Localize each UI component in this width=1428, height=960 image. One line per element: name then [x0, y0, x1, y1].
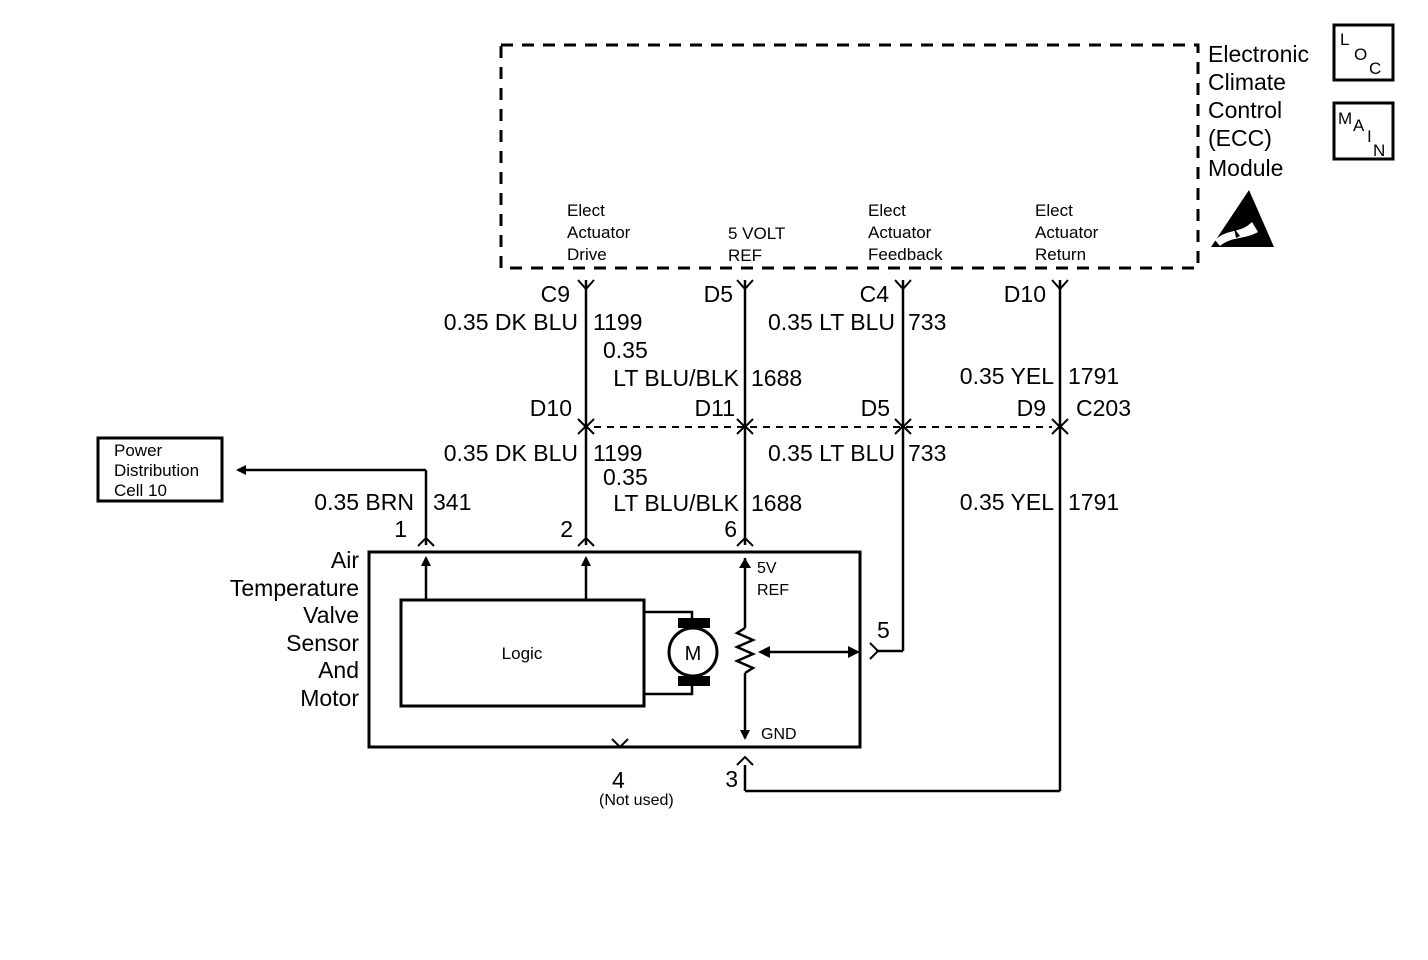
lower-wire-labels: 0.35 DK BLU 1199 0.35 LT BLU/BLK 1688 0.… [314, 440, 1119, 516]
esd-warning-icon [1211, 190, 1274, 247]
pin-label-drive: Actuator [567, 223, 631, 242]
pin-label-return: Elect [1035, 201, 1073, 220]
circuit-number: 1791 [1068, 363, 1119, 389]
module-terminals [577, 279, 1069, 291]
wire-color: 0.35 YEL [960, 363, 1054, 389]
ecc-module-name: Electronic Climate Control (ECC) Module [1208, 41, 1309, 181]
main-icon[interactable]: M A I N [1332, 101, 1395, 161]
component-name-line: Air [331, 547, 359, 573]
pin-label-return: Return [1035, 245, 1086, 264]
module-name-line: Climate [1208, 69, 1286, 95]
circuit-number: 1688 [751, 490, 802, 516]
module-pin-labels: Elect Actuator Drive 5 VOLT REF Elect Ac… [567, 201, 1099, 265]
power-label: Cell 10 [114, 481, 167, 500]
wire-color: 0.35 LT BLU [768, 440, 895, 466]
wire-color: 0.35 DK BLU [444, 309, 578, 335]
motor-label: M [685, 643, 702, 665]
c203-pin-d11: D11 [695, 395, 736, 421]
pin-label-feedback: Elect [868, 201, 906, 220]
component-terminals [417, 536, 880, 766]
connector-c9: C9 [541, 281, 570, 307]
ref-label: 5V [757, 560, 777, 577]
ref-arrow-icon [739, 558, 751, 568]
main-letter: A [1353, 116, 1365, 135]
pin-label-5v-ref: REF [728, 246, 762, 265]
c203-pin-d9: D9 [1017, 395, 1046, 421]
pin-label-feedback: Feedback [868, 245, 943, 264]
power-label: Power [114, 441, 163, 460]
component-name: Air Temperature Valve Sensor And Motor [230, 547, 359, 711]
circuit-number: 1199 [593, 440, 642, 466]
circuit-number: 1688 [751, 365, 802, 391]
component-name-line: Motor [300, 685, 359, 711]
wire-color: LT BLU/BLK [613, 490, 739, 516]
pin-label-feedback: Actuator [868, 223, 932, 242]
circuit-number: 733 [908, 309, 946, 335]
c203-pin-d5: D5 [861, 395, 890, 421]
ref-label: REF [757, 582, 789, 599]
wire-color: 0.35 BRN [314, 489, 414, 515]
loc-letter: O [1354, 45, 1367, 64]
c203-pin-d10: D10 [530, 395, 572, 421]
module-name-line: Electronic [1208, 41, 1309, 67]
wire-color: 0.35 YEL [960, 489, 1054, 515]
pin-number-6: 6 [724, 516, 737, 542]
wire-color: 0.35 LT BLU [768, 309, 895, 335]
power-distribution-box[interactable]: Power Distribution Cell 10 [96, 436, 224, 503]
pin-number-4: 4 [612, 767, 625, 793]
pin-number-1: 1 [394, 516, 407, 542]
connector-d5: D5 [704, 281, 733, 307]
loc-icon[interactable]: L O C [1332, 23, 1395, 82]
circuit-number: 1791 [1068, 489, 1119, 515]
wire-color: 0.35 [603, 464, 648, 490]
pin-label-drive: Elect [567, 201, 605, 220]
module-name-line: Module [1208, 155, 1283, 181]
circuit-number: 341 [433, 489, 471, 515]
ecc-module-boundary [499, 43, 1200, 270]
connector-d10: D10 [1004, 281, 1046, 307]
pin-number-2: 2 [560, 516, 573, 542]
wire-color: 0.35 [603, 337, 648, 363]
gnd-label: GND [761, 726, 797, 743]
power-label: Distribution [114, 461, 199, 480]
module-name-line: Control [1208, 97, 1282, 123]
circuit-number: 1199 [593, 309, 642, 335]
component-name-line: Sensor [286, 630, 359, 656]
pin-number-5: 5 [877, 617, 890, 643]
component-body[interactable] [367, 550, 862, 749]
inline-connector-c203 [577, 418, 1069, 435]
pin-label-drive: Drive [567, 245, 607, 264]
logic-block: Logic [399, 598, 646, 708]
connector-c4: C4 [860, 281, 890, 307]
upper-wire-labels: 0.35 DK BLU 1199 0.35 LT BLU/BLK 1688 0.… [444, 309, 1119, 391]
main-letter: M [1338, 109, 1352, 128]
pin-label-5v-ref: 5 VOLT [728, 224, 785, 243]
loc-letter: L [1340, 30, 1349, 49]
wires [236, 280, 1062, 793]
wire-color: 0.35 DK BLU [444, 440, 578, 466]
c203-name: C203 [1076, 395, 1131, 421]
component-name-line: Temperature [230, 575, 359, 601]
main-letter: I [1367, 127, 1372, 146]
motor-icon: M [644, 610, 719, 696]
loc-letter: C [1369, 59, 1381, 78]
main-letter: N [1373, 141, 1385, 160]
circuit-number: 733 [908, 440, 946, 466]
pin-number-3: 3 [725, 766, 738, 792]
component-name-line: And [318, 657, 359, 683]
logic-label: Logic [502, 644, 543, 663]
potentiometer-icon [733, 558, 860, 740]
not-used-label: (Not used) [599, 792, 674, 809]
wire-color: LT BLU/BLK [613, 365, 739, 391]
pin-label-return: Actuator [1035, 223, 1099, 242]
module-name-line: (ECC) [1208, 125, 1272, 151]
component-name-line: Valve [303, 602, 359, 628]
